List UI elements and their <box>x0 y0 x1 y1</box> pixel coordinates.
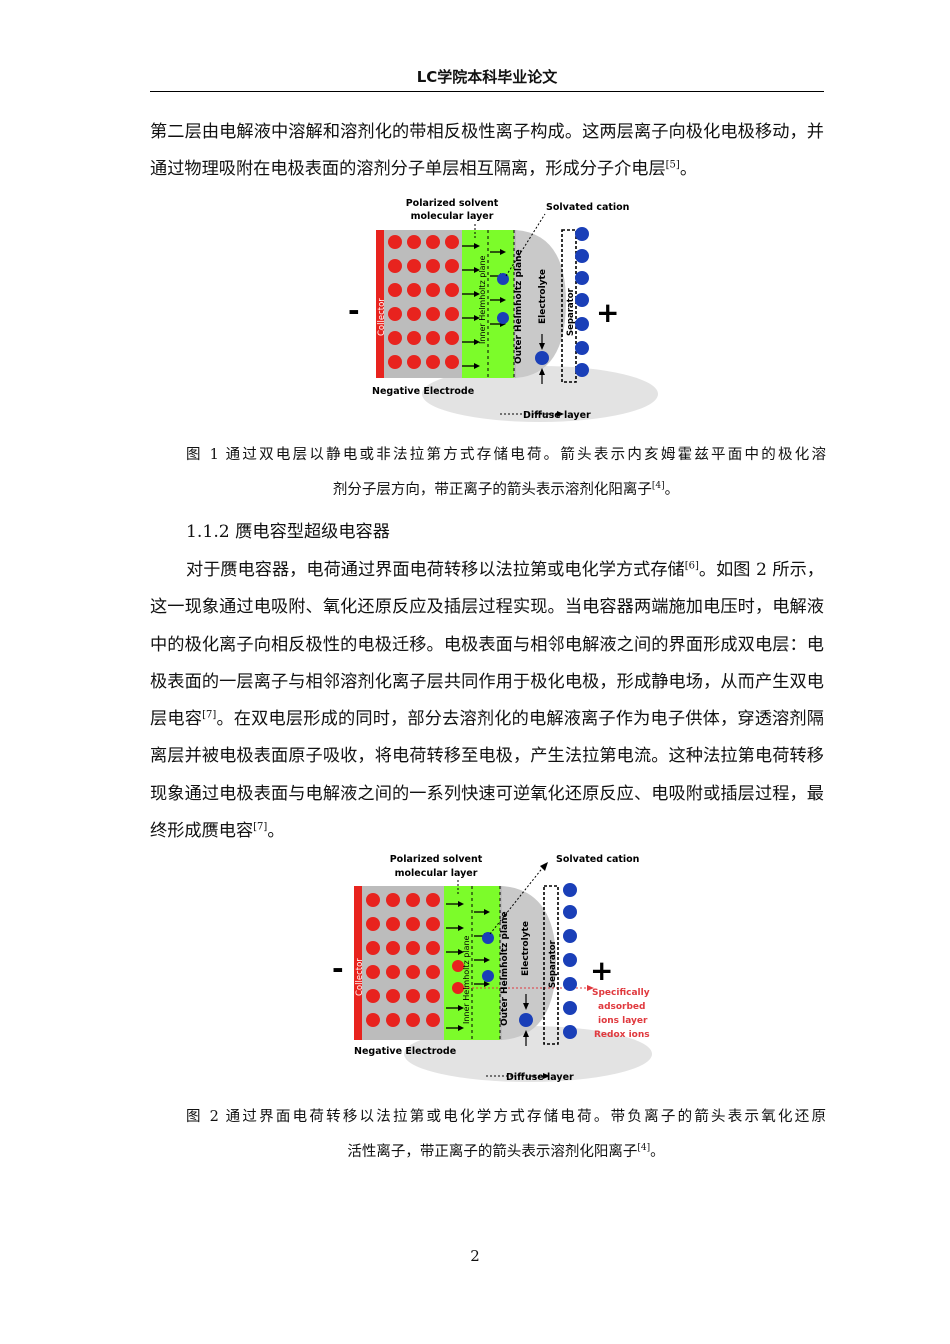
label-electrolyte: Electrolyte <box>521 921 531 976</box>
figure-2: Polarized solvent molecular layer Solvat… <box>328 848 668 1088</box>
separator-box <box>543 885 559 1045</box>
label-collector: Collector <box>355 958 365 996</box>
label-outer-helmholtz: Outer Helmholtz plane <box>514 249 524 364</box>
body-text-1: 对于赝电容器，电荷通过界面电荷转移以法拉第或电化学方式存储 <box>186 560 685 580</box>
intro-text: 第二层由电解液中溶解和溶剂化的带相反极性离子构成。这两层离子向极化电极移动，并通… <box>150 122 824 180</box>
figure-2-diagram: Polarized solvent molecular layer Solvat… <box>332 854 652 1083</box>
body-ref-1: [6] <box>684 560 699 572</box>
label-specifically: Specifically <box>592 988 650 998</box>
body-ref-3: [7] <box>253 821 268 833</box>
intro-ref: [5] <box>665 159 680 171</box>
body-text-3: 。在双电层形成的同时，部分去溶剂化的电解液离子作为电子供体，穿透溶剂隔离层并被电… <box>150 709 824 842</box>
figure-1-caption-line2: 剂分子层方向，带正离子的箭头表示溶剂化阳离子 <box>332 482 652 498</box>
label-separator: Separator <box>548 939 558 988</box>
label-polarized-top: Polarized solvent <box>390 854 483 865</box>
running-header: LC学院本科毕业论文 <box>416 68 558 86</box>
label-diffuse-layer: Diffuse layer <box>506 1072 574 1083</box>
helmholtz-layer <box>444 886 500 1040</box>
figure-2-caption: 图 2 通过界面电荷转移以法拉第或电化学方式存储电荷。带负离子的箭头表示氧化还原… <box>186 1100 826 1170</box>
collector-bar <box>376 230 384 378</box>
figure-2-caption-ref: [4] <box>637 1143 651 1154</box>
figure-2-caption-line1: 图 2 通过界面电荷转移以法拉第或电化学方式存储电荷。带负离子的箭头表示氧化还原 <box>186 1109 826 1125</box>
figure-1-caption-end: 。 <box>664 482 680 498</box>
label-adsorbed: adsorbed <box>598 1002 645 1012</box>
page-number: 2 <box>470 1247 480 1265</box>
plus-sign: + <box>590 954 613 987</box>
solvated-cations <box>482 932 533 1027</box>
figure-1-caption-line1: 图 1 通过双电层以静电或非法拉第方式存储电荷。箭头表示内亥姆霍兹平面中的极化溶 <box>186 447 826 463</box>
label-separator: Separator <box>566 287 576 336</box>
label-ions-layer: ions layer <box>598 1016 648 1026</box>
label-outer-helmholtz: Outer Helmholtz plane <box>500 911 510 1026</box>
label-inner-helmholtz: Inner Helmholtz plane <box>478 255 487 344</box>
figure-1-caption-ref: [4] <box>651 481 665 492</box>
body-end: 。 <box>267 821 285 842</box>
label-redox-ions: Redox ions <box>594 1030 650 1040</box>
minus-sign: - <box>332 952 344 985</box>
header-rule <box>150 91 824 92</box>
electrode-atoms <box>388 235 459 369</box>
label-electrolyte: Electrolyte <box>538 269 548 324</box>
counter-ions <box>563 883 577 1039</box>
intro-paragraph: 第二层由电解液中溶解和溶剂化的带相反极性离子构成。这两层离子向极化电极移动，并通… <box>150 114 824 189</box>
polarization-arrows <box>446 903 486 1029</box>
label-inner-helmholtz: Inner Helmholtz plane <box>462 935 471 1024</box>
body-paragraph: 对于赝电容器，电荷通过界面电荷转移以法拉第或电化学方式存储[6]。如图 2 所示… <box>150 552 824 850</box>
minus-sign: - <box>348 294 360 327</box>
label-negative-electrode: Negative Electrode <box>372 386 474 397</box>
label-diffuse-layer: Diffuse layer <box>523 410 591 421</box>
plus-sign: + <box>596 296 619 329</box>
label-collector: Collector <box>377 298 387 336</box>
section-heading: 1.1.2 赝电容型超级电容器 <box>186 522 390 542</box>
figure-2-caption-line2: 活性离子，带正离子的箭头表示溶剂化阳离子 <box>347 1144 638 1160</box>
label-solvated-cation: Solvated cation <box>546 202 630 213</box>
body-text-2: 。如图 2 所示，这一现象通过电吸附、氧化还原反应及插层过程实现。当电容器两端施… <box>150 560 824 730</box>
label-polarized-top: Polarized solvent <box>406 198 499 209</box>
separator-box <box>561 229 577 383</box>
figure-1-caption: 图 1 通过双电层以静电或非法拉第方式存储电荷。箭头表示内亥姆霍兹平面中的极化溶… <box>186 438 826 508</box>
specifically-adsorbed-ions <box>452 960 464 994</box>
label-polarized-bottom: molecular layer <box>395 868 478 879</box>
label-solvated-cation: Solvated cation <box>556 854 640 865</box>
label-negative-electrode: Negative Electrode <box>354 1046 456 1057</box>
electrode-atoms <box>366 893 440 1027</box>
counter-ions <box>575 227 589 377</box>
figure-2-caption-end: 。 <box>650 1144 665 1160</box>
label-polarized-bottom: molecular layer <box>411 211 494 222</box>
collector-bar <box>354 886 362 1040</box>
intro-end: 。 <box>679 159 698 180</box>
figure-1-diagram: Polarized solvent molecular layer Solvat… <box>348 198 658 422</box>
figure-1: Polarized solvent molecular layer Solvat… <box>340 194 670 430</box>
body-ref-2: [7] <box>202 709 217 721</box>
